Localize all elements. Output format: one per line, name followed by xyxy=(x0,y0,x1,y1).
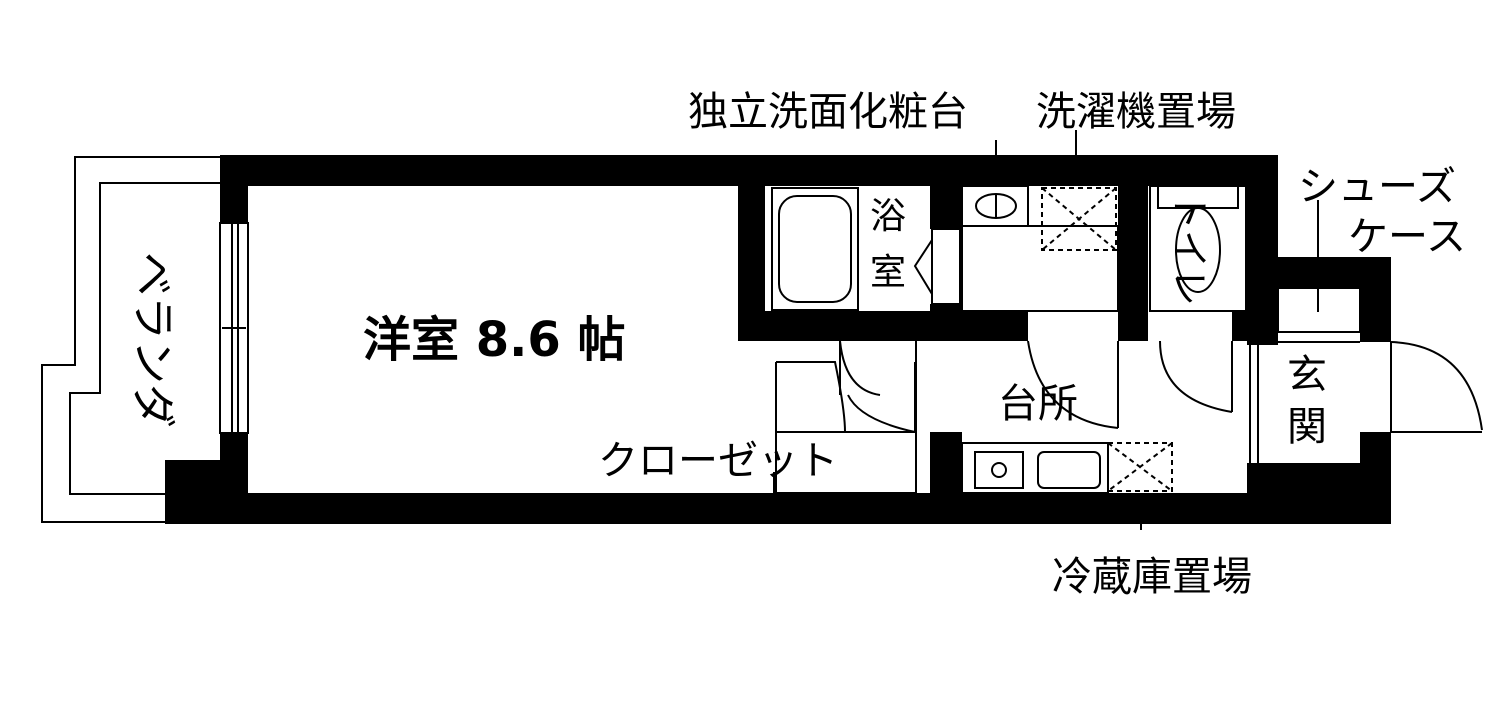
balcony-label: ベランダ xyxy=(127,252,178,428)
balcony-outline xyxy=(41,156,220,523)
callout-lines xyxy=(773,130,1319,530)
balcony-window xyxy=(219,222,249,434)
bathroom-label-1: 浴 xyxy=(870,196,906,237)
doors xyxy=(775,340,1483,434)
fridge-callout: 冷蔵庫置場 xyxy=(1052,554,1252,600)
washer-callout: 洗濯機置場 xyxy=(1036,89,1236,135)
shoe-case-callout-2: ケース xyxy=(1348,214,1466,260)
entrance-label-2: 関 xyxy=(1287,404,1327,450)
fridge-space xyxy=(1107,442,1173,492)
vanity-callout: 独立洗面化粧台 xyxy=(688,89,968,135)
closet-label: クローゼット xyxy=(598,438,838,484)
toilet-label: トイレ xyxy=(1167,192,1211,306)
vanity-area xyxy=(961,185,1119,312)
washer-space xyxy=(1041,187,1117,251)
toilet-fixture xyxy=(1149,185,1247,312)
kitchen-label: 台所 xyxy=(998,381,1078,427)
closet-outline xyxy=(775,341,917,494)
bathtub xyxy=(771,187,961,311)
shoe-case-callout-1: シューズ xyxy=(1298,164,1456,210)
bathroom-label-2: 室 xyxy=(870,252,906,293)
western-room-label: 洋室 8.6 帖 xyxy=(363,312,625,368)
kitchen-counter xyxy=(961,442,1109,494)
entrance-label-1: 玄 xyxy=(1287,352,1327,398)
wall-openings xyxy=(1028,313,1232,339)
walls xyxy=(165,155,1391,524)
